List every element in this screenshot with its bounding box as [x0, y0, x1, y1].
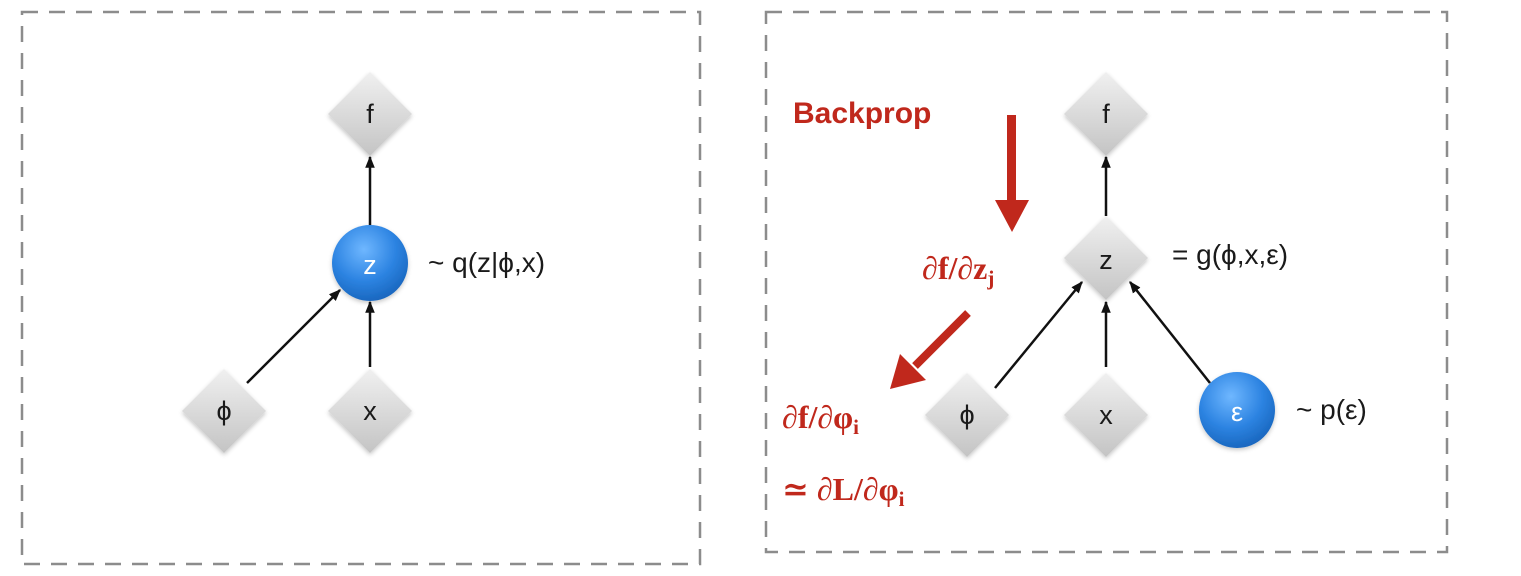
right-node-z-label: z: [1099, 245, 1113, 275]
left-node-x: x: [328, 369, 412, 453]
right-panel: f z ϕ x ε = g(ϕ,x,ε) ~ p(ε) Backprop: [764, 10, 1449, 554]
right-node-phi-label: ϕ: [959, 400, 974, 430]
right-node-eps: ε: [1199, 372, 1275, 448]
left-node-phi: ϕ: [182, 369, 266, 453]
left-node-f-label: f: [366, 99, 374, 129]
diamond-shape: [182, 369, 266, 453]
grad-f-wrt-phi-subscript: i: [853, 415, 859, 439]
left-edge-phi-to-z: [246, 289, 341, 384]
left-node-z: z: [332, 225, 408, 301]
right-z-function-label: = g(ϕ,x,ε): [1172, 239, 1288, 270]
right-node-z: z: [1064, 216, 1148, 300]
blue-circle-shape: [1199, 372, 1275, 448]
right-node-f-label: f: [1102, 99, 1110, 129]
left-node-f: f: [328, 72, 412, 156]
grad-f-wrt-phi-main: ∂f/∂φ: [782, 399, 853, 435]
diamond-shape: [925, 373, 1009, 457]
right-eps-distribution-label: ~ p(ε): [1296, 394, 1367, 425]
blue-circle-shape: [332, 225, 408, 301]
grad-f-wrt-z-main: ∂f/∂z: [922, 250, 987, 286]
grad-L-wrt-phi-main: ≃ ∂L/∂φ: [782, 471, 899, 507]
diamond-shape: [328, 72, 412, 156]
backprop-diagonal-arrow-head: [890, 354, 926, 389]
backprop-label: Backprop: [793, 97, 931, 130]
left-z-distribution-label: ~ q(z|ϕ,x): [428, 247, 545, 278]
diamond-shape: [328, 369, 412, 453]
grad-L-wrt-phi-subscript: i: [899, 487, 905, 511]
left-node-x-label: x: [363, 396, 377, 426]
right-panel-border: [764, 10, 1449, 554]
grad-f-wrt-z-subscript: j: [986, 266, 994, 290]
backprop-down-arrow-head: [995, 200, 1029, 232]
backprop-diagonal-arrow-shaft: [912, 310, 971, 369]
left-panel: f z ϕ x ~ q(z|ϕ,x): [20, 10, 702, 566]
grad-f-wrt-z-label: ∂f/∂zj: [922, 250, 994, 290]
right-edge-phi-to-z: [994, 281, 1083, 389]
right-edge-eps-to-z: [1129, 281, 1211, 384]
right-node-x-label: x: [1099, 400, 1113, 430]
right-node-eps-label: ε: [1231, 397, 1243, 427]
grad-L-wrt-phi-label: ≃ ∂L/∂φi: [782, 471, 905, 511]
backprop-diagonal-arrow: [890, 310, 971, 389]
left-node-z-label: z: [363, 250, 377, 280]
left-node-phi-label: ϕ: [216, 396, 231, 426]
diamond-shape: [1064, 72, 1148, 156]
grad-f-wrt-phi-label: ∂f/∂φi: [782, 399, 859, 439]
right-node-f: f: [1064, 72, 1148, 156]
right-node-x: x: [1064, 373, 1148, 457]
diamond-shape: [1064, 373, 1148, 457]
backprop-down-arrow-shaft: [1007, 115, 1016, 201]
diamond-shape: [1064, 216, 1148, 300]
right-node-phi: ϕ: [925, 373, 1009, 457]
backprop-down-arrow: [995, 115, 1029, 232]
left-panel-border: [20, 10, 702, 566]
